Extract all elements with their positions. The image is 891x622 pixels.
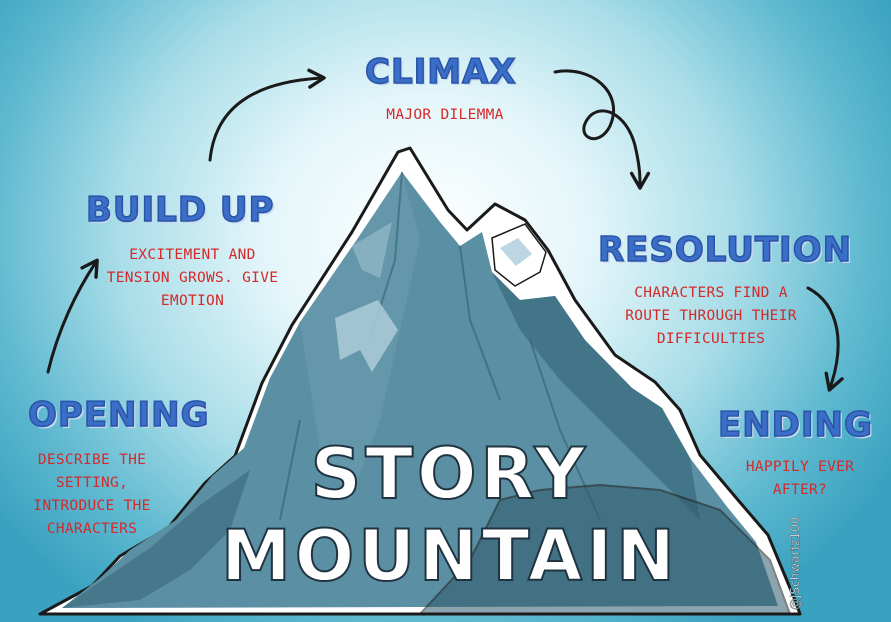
stage-label-climax: CLIMAX (364, 51, 517, 93)
description-line: DIFFICULTIES (656, 331, 766, 347)
mountain-ice-facet-1 (335, 300, 398, 372)
description-line: MAJOR DILEMMA (386, 107, 504, 123)
stage-label-opening: OPENING (27, 394, 210, 436)
description-line: HAPPILY EVER (745, 459, 855, 475)
description-line: INTRODUCE THE (33, 498, 151, 514)
mountain-base-cave (417, 483, 792, 615)
description-line: EMOTION (160, 293, 225, 309)
mountain-illustration (38, 146, 802, 616)
stage-label-resolution: RESOLUTION (597, 229, 853, 271)
description-line: AFTER? (772, 482, 828, 498)
arrow-opening-to-buildup (46, 258, 99, 374)
title-line-1: STORY (310, 433, 590, 515)
author-credit: @JSchwartz100 (788, 516, 802, 610)
mountain-shadow-right (492, 272, 700, 520)
mountain-ice-facet-2 (352, 222, 392, 278)
description-line: TENSION GROWS. GIVE (106, 270, 279, 286)
title-line-2: MOUNTAIN (220, 515, 679, 597)
mountain-snow-patch-ice (500, 238, 532, 266)
description-line: DESCRIBE THE SETTING, (37, 452, 147, 491)
stage-description-opening: DESCRIBE THE SETTING, INTRODUCE THE CHAR… (4, 449, 180, 541)
stage-description-resolution: CHARACTERS FIND A ROUTE THROUGH THEIR DI… (620, 282, 802, 351)
stage-description-ending: HAPPILY EVER AFTER? (740, 456, 860, 502)
description-line: CHARACTERS (46, 521, 138, 537)
stage-label-ending: ENDING (717, 404, 873, 446)
mountain-ridge-lines (279, 171, 601, 521)
mountain-shadow-left (62, 470, 250, 608)
description-line: ROUTE THROUGH THEIR (625, 308, 797, 324)
arrow-buildup-to-climax (208, 68, 326, 162)
arrow-resolution-to-ending (806, 286, 844, 392)
stage-description-climax: MAJOR DILEMMA (360, 104, 530, 127)
stage-description-build-up: EXCITEMENT AND TENSION GROWS. GIVE EMOTI… (100, 244, 285, 313)
description-line: CHARACTERS FIND A (634, 285, 788, 301)
stage-label-build-up: BUILD UP (85, 189, 275, 231)
arrow-climax-to-resolution (553, 69, 651, 190)
description-line: EXCITEMENT AND (129, 247, 256, 263)
